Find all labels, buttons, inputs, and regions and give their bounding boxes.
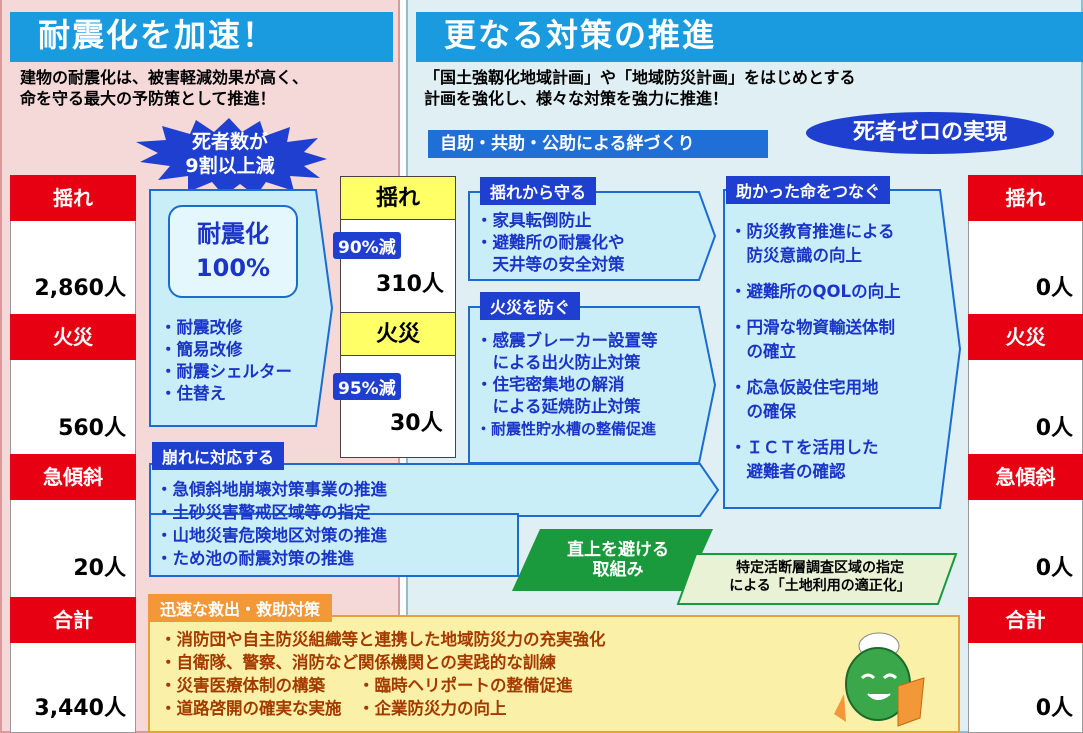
kizuna-tag: 自助・共助・公助による絆づくり (428, 130, 768, 158)
reduce-badge-kasai: 95%減 (333, 373, 401, 400)
list-item: ・円滑な物資輸送体制 (730, 318, 895, 337)
mid-value-yure: 310人 (376, 272, 444, 297)
chokujo-line-2: 取組み (592, 560, 644, 580)
mid-head-kasai: 火災 (340, 312, 456, 356)
burst-line-1: 死者数が (191, 131, 268, 153)
left-lead-2: 命を守る最大の予防策として推進！ (20, 89, 276, 108)
list-item: の確保 (730, 402, 797, 421)
list-item: ・簡易改修 (160, 340, 243, 359)
left-lead-1: 建物の耐震化は、被害軽減効果が高く、 (20, 68, 309, 87)
starburst-icon (136, 118, 327, 196)
list-item: ・住宅密集地の解消 (476, 375, 625, 394)
list-item: ・道路啓開の確実な実施 ・企業防災力の向上 (160, 699, 507, 718)
inochi-section-arrow (723, 189, 962, 509)
right-lead-1: 「国土強靱化地域計画」や「地域防災計画」をはじめとする (424, 68, 856, 87)
after-value-total: 0人 (1035, 696, 1073, 721)
mid-value-kasai: 30人 (390, 411, 443, 436)
tokutei-line-1: 特定活断層調査区域の指定 (736, 560, 904, 576)
before-head-kyukeisha: 急傾斜 (10, 454, 136, 500)
taishin-items: ・耐震改修 ・簡易改修 ・耐震シェルター ・住替え (160, 317, 292, 405)
burst-line-2: 9割以上減 (185, 155, 275, 177)
chokujo-shape (512, 529, 713, 591)
after-value-yure: 0人 (1035, 276, 1073, 301)
before-head-total: 合計 (10, 597, 136, 643)
list-item: ・山地災害危険地区対策の推進 (156, 526, 387, 545)
kyushutsu-tag: 迅速な救出・救助対策 (148, 594, 333, 622)
taishin-100-box: 耐震化 100% (168, 205, 298, 298)
mascot-icon (834, 632, 925, 727)
list-item: ・避難所の耐震化や (476, 233, 625, 252)
yure-section-tag: 揺れから守る (480, 177, 597, 205)
list-item: ・防災教育推進による (730, 222, 895, 241)
yure-section-arrow (468, 191, 717, 281)
right-lead-2: 計画を強化し、様々な対策を強力に推進！ (424, 89, 729, 108)
chokujo-line-1: 直上を避ける (567, 540, 669, 560)
list-item: ・避難所のQOLの向上 (730, 282, 901, 301)
list-item: ・ＩＣＴを活用した (730, 438, 879, 457)
after-value-kyukeisha: 0人 (1035, 556, 1073, 581)
burst-text: 死者数が 9割以上減 (170, 130, 290, 178)
list-item: による出火防止対策 (476, 353, 641, 372)
inochi-section-tag: 助かった命をつなぐ (726, 176, 891, 204)
after-head-kasai: 火災 (968, 314, 1083, 360)
kasai-section-tag: 火災を防ぐ (480, 292, 581, 320)
list-item: ・耐震シェルター (160, 362, 292, 381)
list-item: による延焼防止対策 (476, 397, 641, 416)
tokutei-text: 特定活断層調査区域の指定 による「土地利用の適正化」 (702, 559, 938, 595)
mid-head-yure: 揺れ (340, 176, 456, 220)
after-head-yure: 揺れ (968, 175, 1083, 221)
left-title: 耐震化を加速！ (10, 12, 393, 62)
taishin-line-1: 耐震化 (197, 220, 269, 248)
after-head-total: 合計 (968, 597, 1083, 643)
list-item: ・感震ブレーカー設置等 (476, 331, 658, 350)
after-head-kyukeisha: 急傾斜 (968, 454, 1083, 500)
list-item: ・応急仮設住宅用地 (730, 378, 879, 397)
list-item: ・耐震改修 (160, 318, 243, 337)
tokutei-line-2: による「土地利用の適正化」 (729, 578, 911, 594)
kuzure-section-tag: 崩れに対応する (152, 442, 285, 470)
kuzure-section-items: ・急傾斜地崩壊対策事業の推進 ・土砂災害警戒区域等の指定 ・山地災害危険地区対策… (156, 478, 387, 570)
list-item: ・家具転倒防止 (476, 211, 592, 230)
chokujo-text: 直上を避ける 取組み (548, 540, 688, 580)
taishin-line-2: 100% (195, 254, 271, 282)
list-item: ・住替え (160, 384, 226, 403)
before-value-total: 3,440人 (34, 696, 126, 721)
list-item: の確立 (730, 342, 797, 361)
inochi-section-items: ・防災教育推進による 防災意識の向上 ・避難所のQOLの向上 ・円滑な物資輸送体… (730, 220, 901, 484)
goal-oval: 死者ゼロの実現 (806, 112, 1054, 154)
list-item: ・急傾斜地崩壊対策事業の推進 (156, 480, 387, 499)
list-item: ・消防団や自主防災組織等と連携した地域防災力の充実強化 (160, 630, 606, 649)
after-value-kasai: 0人 (1035, 416, 1073, 441)
list-item: ・自衛隊、警察、消防など関係機関との実践的な訓練 (160, 653, 556, 672)
kyushutsu-box (148, 615, 960, 733)
before-value-yure: 2,860人 (34, 276, 126, 301)
kuzure-section-arrow (149, 463, 720, 577)
kyushutsu-items: ・消防団や自主防災組織等と連携した地域防災力の充実強化 ・自衛隊、警察、消防など… (160, 628, 606, 720)
list-item: 避難者の確認 (730, 462, 846, 481)
kasai-section-arrow (468, 306, 717, 464)
yure-section-items: ・家具転倒防止 ・避難所の耐震化や 天井等の安全対策 (476, 210, 625, 276)
before-value-kyukeisha: 20人 (73, 556, 126, 581)
tokutei-shape (676, 553, 958, 605)
list-item: ・災害医療体制の構築 ・臨時ヘリポートの整備促進 (160, 676, 573, 695)
reduce-badge-yure: 90%減 (333, 232, 401, 259)
list-item: 防災意識の向上 (730, 246, 863, 265)
right-title: 更なる対策の推進 (416, 12, 1083, 62)
before-value-kasai: 560人 (58, 416, 126, 441)
before-head-kasai: 火災 (10, 314, 136, 360)
list-item: ・土砂災害警戒区域等の指定 (156, 503, 371, 522)
kasai-section-items: ・感震ブレーカー設置等 による出火防止対策 ・住宅密集地の解消 による延焼防止対… (476, 330, 658, 440)
list-item: 天井等の安全対策 (476, 255, 625, 274)
before-head-yure: 揺れ (10, 175, 136, 221)
list-item: ・耐震性貯水槽の整備促進 (476, 420, 657, 438)
list-item: ・ため池の耐震対策の推進 (156, 549, 354, 568)
